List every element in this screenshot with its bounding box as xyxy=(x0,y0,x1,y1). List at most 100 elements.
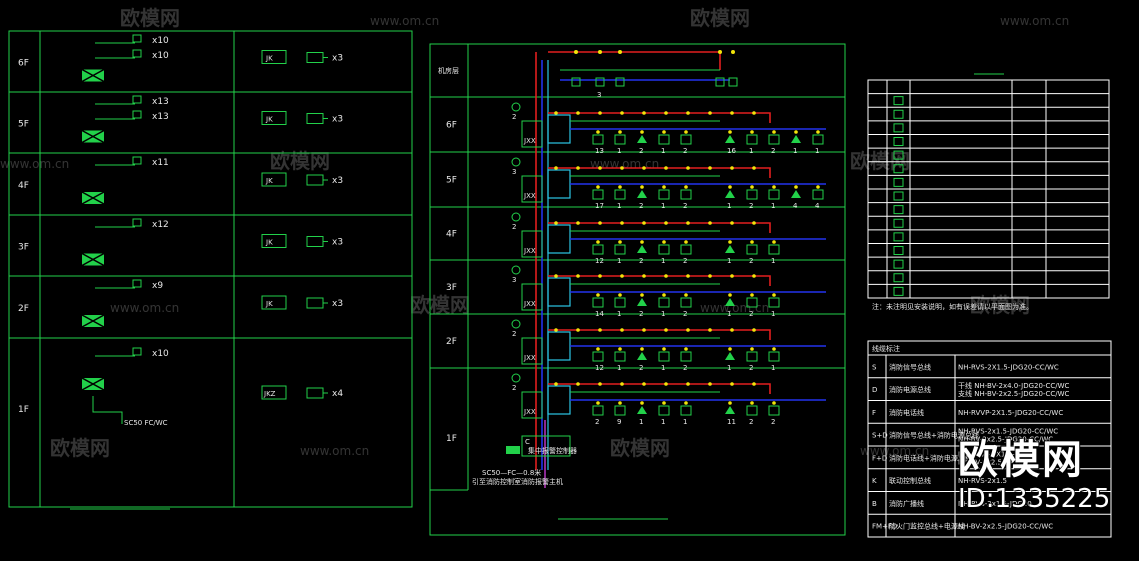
junction-dot xyxy=(728,130,732,134)
phone-jack-icon xyxy=(511,102,521,112)
cable-note: SC50—FC—0.8米 xyxy=(482,468,541,477)
cable-code: D xyxy=(872,386,877,394)
detector-icon xyxy=(132,218,142,227)
tv-count: x4 xyxy=(332,389,343,399)
cable-spec: NH-RVVP-2X1.5-JDG20 xyxy=(958,450,1037,458)
tv-icon xyxy=(306,387,324,399)
junction-dot xyxy=(686,221,690,225)
device-icon xyxy=(614,189,626,200)
junction-dot xyxy=(596,347,600,351)
junction-dot xyxy=(576,111,580,115)
cabinet-label: JK xyxy=(265,177,273,185)
junction-dot xyxy=(662,130,666,134)
junction-dot xyxy=(728,240,732,244)
strobe-icon xyxy=(791,190,801,198)
junction-dot xyxy=(794,130,798,134)
junction-dot xyxy=(730,111,734,115)
junction-dot xyxy=(620,382,624,386)
watermark-url-text: www.om.cn xyxy=(370,14,439,28)
junction-dot xyxy=(640,293,644,297)
junction-box-label: JXX xyxy=(523,300,536,308)
device-count: 1 xyxy=(771,257,775,265)
watermark-id: 欧模网 ID:1335225 xyxy=(958,440,1110,512)
cable-code: S xyxy=(872,363,877,371)
junction-dot xyxy=(598,382,602,386)
cabinet-label: JK xyxy=(265,239,273,247)
cable-name: 消防信号总线+消防电源总线 xyxy=(889,431,979,440)
device-count: 2 xyxy=(683,147,687,155)
device-count: 1 xyxy=(727,257,731,265)
device-count: 1 xyxy=(661,202,665,210)
device-count: 2 xyxy=(771,418,775,426)
device-count: 17 xyxy=(595,202,604,210)
device-count: 1 xyxy=(639,418,643,426)
watermark-brand-text: 欧模网 xyxy=(410,293,470,317)
floor-label: 6F xyxy=(446,121,457,131)
device-count: 4 xyxy=(815,202,820,210)
control-icon xyxy=(506,446,520,454)
device-icon xyxy=(680,189,692,200)
junction-dot xyxy=(618,130,622,134)
junction-dot xyxy=(730,274,734,278)
device-count: 14 xyxy=(595,310,604,318)
cable-spec: NH-RVS-2x1.5 xyxy=(958,477,1007,485)
junction-dot xyxy=(620,328,624,332)
strobe-icon xyxy=(725,135,735,143)
cabinet-label: JKZ xyxy=(263,390,276,398)
strobe-icon xyxy=(725,352,735,360)
junction-box xyxy=(521,337,543,365)
tv-count: x3 xyxy=(332,299,343,309)
floor-label: 2F xyxy=(18,304,29,314)
device-icon xyxy=(680,351,692,362)
cable-code: K xyxy=(872,477,877,485)
floor-label: 4F xyxy=(446,230,457,240)
junction-box-label: JXX xyxy=(523,354,536,362)
junction-dot xyxy=(598,328,602,332)
junction-dot xyxy=(750,347,754,351)
floor-label: 5F xyxy=(446,176,457,186)
device-icon xyxy=(592,134,604,145)
junction-dot xyxy=(708,328,712,332)
junction-box-label: JXX xyxy=(523,192,536,200)
junction-dot xyxy=(750,240,754,244)
device-icon xyxy=(768,244,780,255)
junction-dot xyxy=(618,293,622,297)
strobe-icon xyxy=(637,135,647,143)
tv-count: x3 xyxy=(332,115,343,125)
tv-count: x3 xyxy=(332,238,343,248)
legend-symbol xyxy=(893,177,904,187)
jack-count: 3 xyxy=(512,276,516,284)
device-icon xyxy=(614,297,626,308)
junction-dot xyxy=(576,221,580,225)
device-icon xyxy=(615,77,625,87)
junction-dot xyxy=(750,130,754,134)
device-count: 1 xyxy=(617,257,621,265)
device-count: 2 xyxy=(749,202,753,210)
device-count: 3 xyxy=(597,91,601,99)
junction-dot xyxy=(662,293,666,297)
junction-dot xyxy=(662,401,666,405)
junction-dot xyxy=(686,111,690,115)
junction-dot xyxy=(598,274,602,278)
junction-dot xyxy=(642,166,646,170)
device-count: 2 xyxy=(639,364,643,372)
riser-line xyxy=(92,396,123,424)
device-icon xyxy=(614,244,626,255)
junction-dot xyxy=(750,185,754,189)
detector-count: x9 xyxy=(152,281,163,291)
device-icon xyxy=(715,77,725,87)
jack-count: 2 xyxy=(512,384,516,392)
floor-label: 6F xyxy=(18,59,29,69)
device-icon xyxy=(592,351,604,362)
cabinet-icon xyxy=(261,385,287,400)
junction-dot xyxy=(750,401,754,405)
floor-label: 3F xyxy=(18,243,29,253)
junction-dot xyxy=(752,382,756,386)
device-icon xyxy=(746,189,758,200)
strobe-icon xyxy=(725,406,735,414)
junction-dot xyxy=(664,166,668,170)
legend-symbol xyxy=(893,191,904,201)
junction-dot xyxy=(642,328,646,332)
junction-dot xyxy=(596,130,600,134)
